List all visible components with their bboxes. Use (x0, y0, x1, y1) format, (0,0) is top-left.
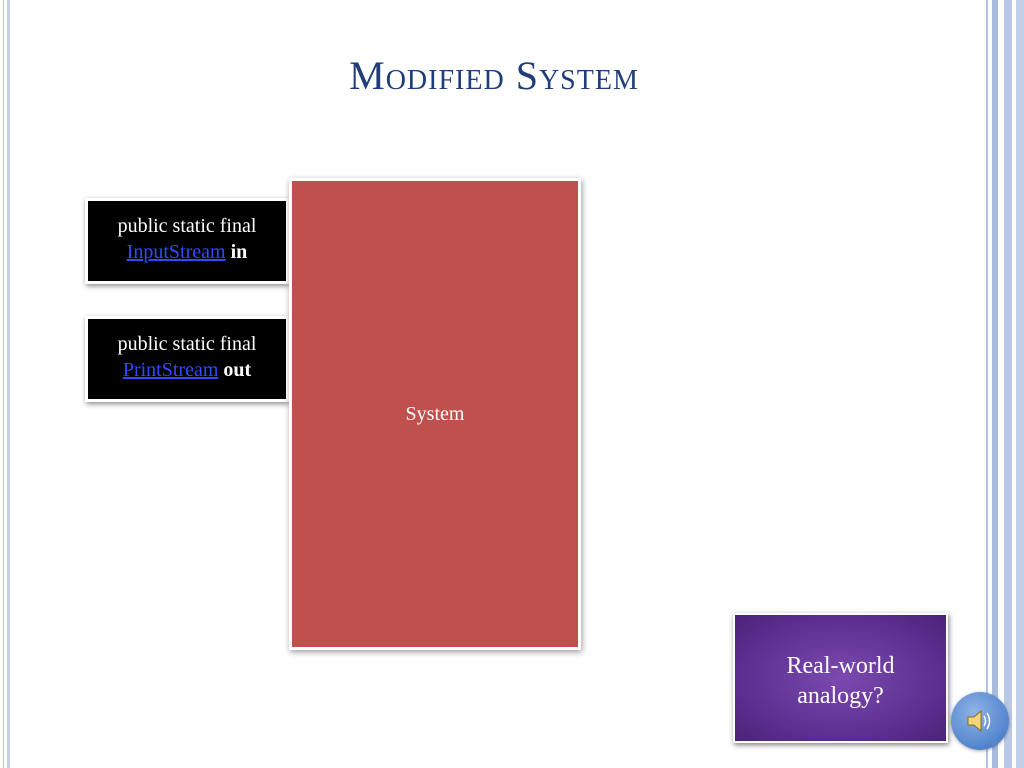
field-box-out: public static final PrintStream out (85, 316, 289, 402)
system-label: System (405, 403, 465, 425)
field-modifiers: public static final (117, 333, 257, 355)
field-box-in: public static final InputStream in (85, 198, 289, 284)
audio-play-button[interactable] (951, 692, 1009, 750)
field-name: out (223, 359, 252, 381)
inputstream-link[interactable]: InputStream (126, 241, 226, 263)
analogy-box: Real-world analogy? (733, 613, 948, 743)
slide-frame-right (978, 0, 1024, 768)
analogy-line-2: analogy? (797, 683, 884, 709)
printstream-link[interactable]: PrintStream (122, 359, 219, 381)
field-modifiers: public static final (117, 215, 257, 237)
system-class-box: System (289, 178, 581, 650)
speaker-icon (967, 709, 991, 733)
slide-title: Modified System (349, 53, 639, 98)
analogy-line-1: Real-world (786, 653, 895, 679)
field-name: in (230, 241, 248, 263)
slide-frame-left (0, 0, 10, 768)
